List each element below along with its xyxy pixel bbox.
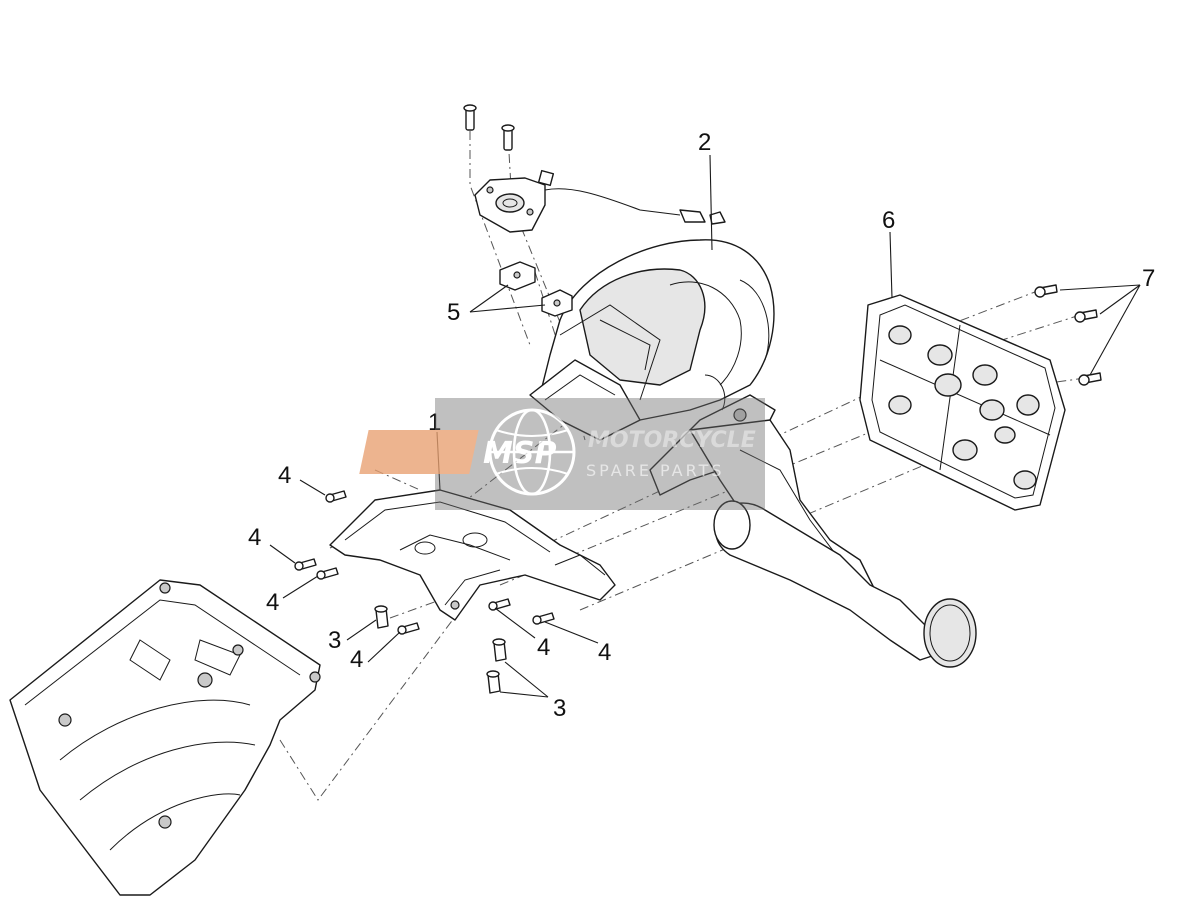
callout-leaders: [269, 154, 1141, 698]
plate-holder-bosses: [888, 325, 1040, 490]
callout-4-mid-left: 4: [248, 524, 261, 551]
callout-3-bottom: 3: [553, 695, 566, 722]
callout-4-bottom-left: 4: [350, 646, 363, 673]
callout-4-bottom-right: 4: [598, 639, 611, 666]
callout-numbers: 1 2 3 3 4 4 4 4 4 4 5 6 7: [248, 129, 1155, 722]
callout-4-top: 4: [278, 462, 291, 489]
part-6-plate-holder: [859, 294, 1066, 511]
plate-light-assembly: [474, 169, 726, 233]
callout-4-bottom-mid: 4: [537, 634, 550, 661]
watermark-logo-badge: [359, 430, 479, 474]
watermark-logo-text: MSP: [483, 436, 556, 471]
rear-body-frame: [9, 579, 321, 896]
callout-7: 7: [1142, 265, 1155, 292]
callout-3-left: 3: [328, 627, 341, 654]
watermark: MSP MOTORCYCLE SPARE PARTS: [359, 398, 765, 510]
part-1-support-bracket: [329, 489, 616, 621]
callout-2: 2: [698, 129, 711, 156]
callout-4-lower-left: 4: [266, 589, 279, 616]
part-2-rear-housing: [529, 239, 977, 668]
globe-icon: [488, 408, 576, 496]
watermark-sub-text: SPARE PARTS: [586, 461, 725, 480]
callout-6: 6: [882, 207, 895, 234]
watermark-brand-text: MOTORCYCLE: [588, 428, 756, 453]
callout-5: 5: [447, 299, 460, 326]
callout-1: 1: [428, 409, 441, 436]
part-5-clips: [499, 261, 573, 317]
screws: [294, 104, 1102, 694]
